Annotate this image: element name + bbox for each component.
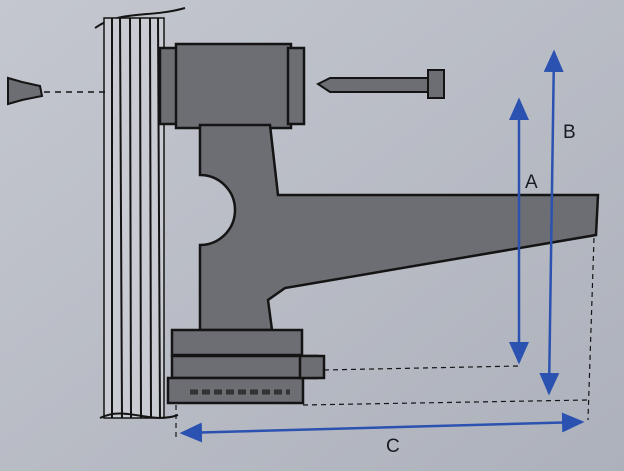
wall-plug [7, 76, 108, 106]
dimension-arrows [179, 49, 585, 443]
wall-section [94, 7, 186, 419]
bracket [158, 42, 600, 405]
dimension-b-label: B [563, 122, 576, 143]
dimension-guides [175, 237, 595, 440]
bolt [316, 69, 445, 99]
dimension-c-label: C [386, 436, 400, 457]
dimension-b-arrow [539, 49, 564, 396]
dimension-a-label: A [525, 172, 538, 193]
dimension-c-arrow [179, 412, 585, 443]
